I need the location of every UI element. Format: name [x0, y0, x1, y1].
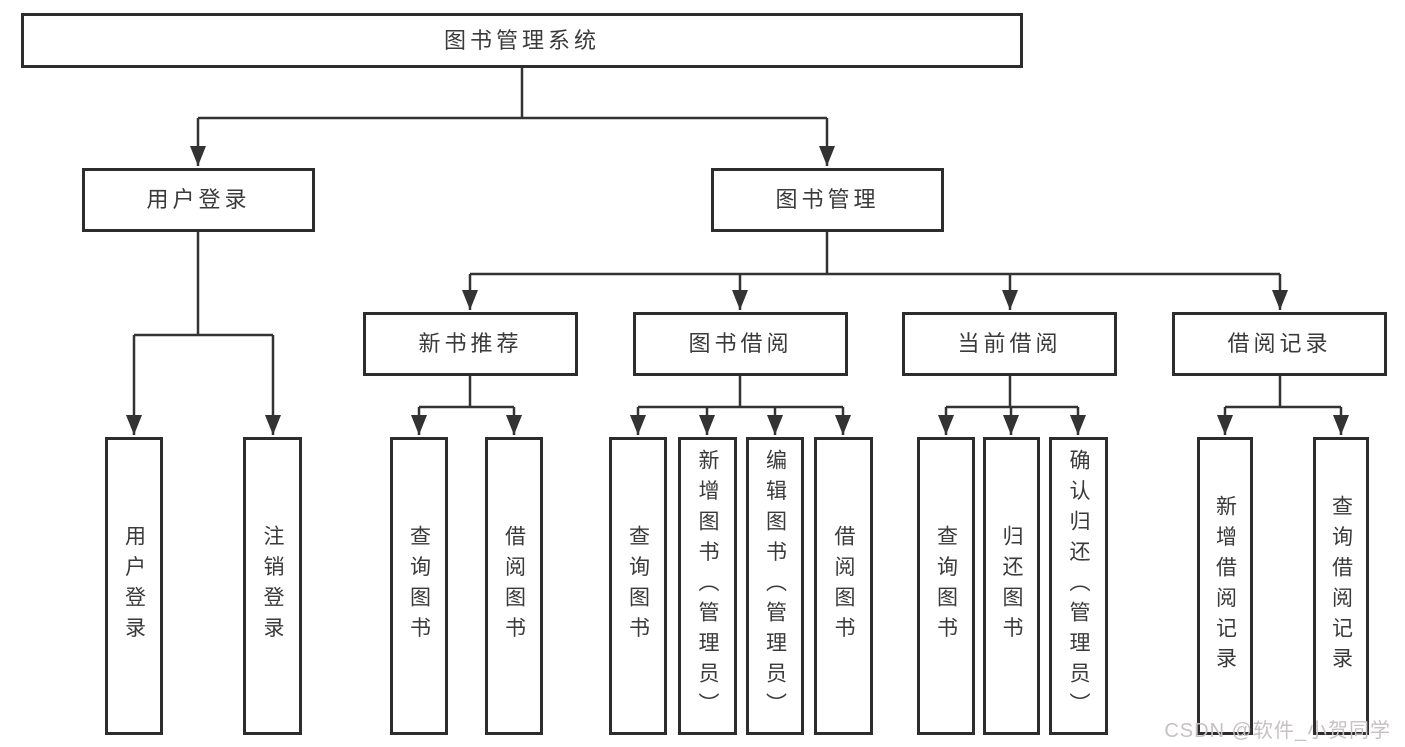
- leaf-user-login-label: 用户登录: [122, 525, 146, 647]
- node-book-borrow: 图书借阅: [633, 312, 848, 376]
- leaf-query-books-2: 查询图书: [609, 437, 667, 735]
- leaf-logout-label: 注销登录: [261, 525, 284, 647]
- leaf-logout: 注销登录: [243, 437, 302, 735]
- leaf-borrow-books-1: 借阅图书: [485, 437, 543, 735]
- node-borrow-records: 借阅记录: [1172, 312, 1387, 376]
- leaf-user-login: 用户登录: [105, 437, 163, 735]
- leaf-query-books-1-label: 查询图书: [407, 525, 431, 647]
- node-book-borrow-label: 图书借阅: [688, 331, 793, 356]
- node-root: 图书管理系统: [21, 13, 1023, 68]
- node-current-borrow: 当前借阅: [902, 312, 1117, 376]
- leaf-borrow-books-2: 借阅图书: [814, 437, 873, 735]
- node-root-label: 图书管理系统: [443, 27, 600, 53]
- leaf-query-borrow-record-label: 查询借阅记录: [1329, 494, 1353, 678]
- leaf-edit-books-admin-label: 编辑图书（管理员）: [763, 448, 787, 724]
- leaf-query-books-1: 查询图书: [390, 437, 448, 735]
- leaf-confirm-return-admin: 确认归还（管理员）: [1049, 437, 1108, 735]
- node-book-management-label: 图书管理: [775, 187, 880, 212]
- leaf-query-books-2-label: 查询图书: [626, 525, 650, 647]
- node-user-login-label: 用户登录: [146, 187, 251, 212]
- leaf-add-borrow-record-label: 新增借阅记录: [1213, 494, 1237, 678]
- csdn-watermark: CSDN @软件_小贺同学: [1164, 720, 1391, 742]
- node-book-management: 图书管理: [711, 168, 944, 232]
- node-borrow-records-label: 借阅记录: [1227, 331, 1332, 356]
- node-user-login: 用户登录: [82, 168, 315, 232]
- node-new-book-recommend: 新书推荐: [363, 312, 578, 376]
- leaf-return-books: 归还图书: [983, 437, 1040, 735]
- leaf-query-borrow-record: 查询借阅记录: [1313, 437, 1369, 735]
- leaf-add-books-admin-label: 新增图书（管理员）: [696, 448, 719, 724]
- leaf-borrow-books-2-label: 借阅图书: [832, 525, 855, 647]
- leaf-confirm-return-admin-label: 确认归还（管理员）: [1067, 448, 1090, 724]
- leaf-query-books-3-label: 查询图书: [934, 525, 958, 647]
- leaf-query-books-3: 查询图书: [917, 437, 975, 735]
- leaf-edit-books-admin: 编辑图书（管理员）: [746, 437, 804, 735]
- leaf-add-borrow-record: 新增借阅记录: [1197, 437, 1253, 735]
- node-current-borrow-label: 当前借阅: [957, 331, 1062, 356]
- leaf-borrow-books-1-label: 借阅图书: [502, 525, 526, 647]
- leaf-add-books-admin: 新增图书（管理员）: [678, 437, 737, 735]
- leaf-return-books-label: 归还图书: [1000, 525, 1023, 647]
- node-new-book-recommend-label: 新书推荐: [418, 331, 523, 356]
